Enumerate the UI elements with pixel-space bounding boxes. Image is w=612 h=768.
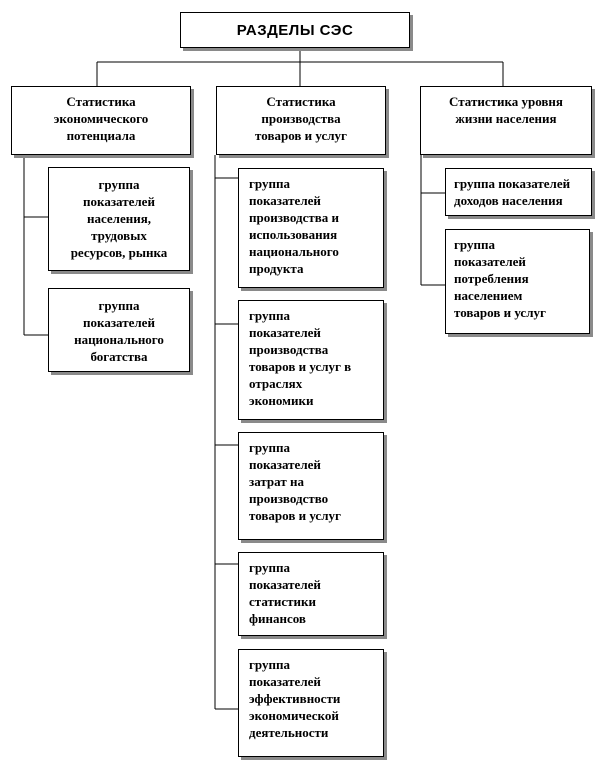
group-national-product: группа показателей производства и исполь… <box>238 168 384 288</box>
group-sector-production: группа показателей производства товаров … <box>238 300 384 420</box>
group-label: группа показателей национального богатст… <box>74 298 164 364</box>
section-living-standards: Статистика уровня жизни населения <box>420 86 592 155</box>
group-economic-efficiency: группа показателей эффективности экономи… <box>238 649 384 757</box>
section-label: Статистика производства товаров и услуг <box>255 94 347 143</box>
section-label: Статистика экономического потенциала <box>53 94 149 143</box>
section-economic-potential: Статистика экономического потенциала <box>11 86 191 155</box>
group-label: группа показателей эффективности экономи… <box>249 657 341 740</box>
group-label: группа показателей затрат на производств… <box>249 440 341 523</box>
group-label: группа показателей производства товаров … <box>249 308 352 408</box>
group-label: группа показателей статистики финансов <box>249 560 321 626</box>
section-goods-services-production: Статистика производства товаров и услуг <box>216 86 386 155</box>
group-national-wealth: группа показателей национального богатст… <box>48 288 190 372</box>
group-population-income: группа показателей доходов населения <box>445 168 592 216</box>
group-label: группа показателей доходов населения <box>454 176 571 208</box>
root-node: РАЗДЕЛЫ СЭС <box>180 12 410 48</box>
group-consumption: группа показателей потребления население… <box>445 229 590 334</box>
section-label: Статистика уровня жизни населения <box>449 94 563 126</box>
group-population-labor: группа показателей населения, трудовых р… <box>48 167 190 271</box>
root-label: РАЗДЕЛЫ СЭС <box>236 21 354 39</box>
group-production-costs: группа показателей затрат на производств… <box>238 432 384 540</box>
group-label: группа показателей населения, трудовых р… <box>70 177 168 260</box>
group-label: группа показателей потребления население… <box>454 237 546 320</box>
group-finance-statistics: группа показателей статистики финансов <box>238 552 384 636</box>
group-label: группа показателей производства и исполь… <box>249 176 339 276</box>
